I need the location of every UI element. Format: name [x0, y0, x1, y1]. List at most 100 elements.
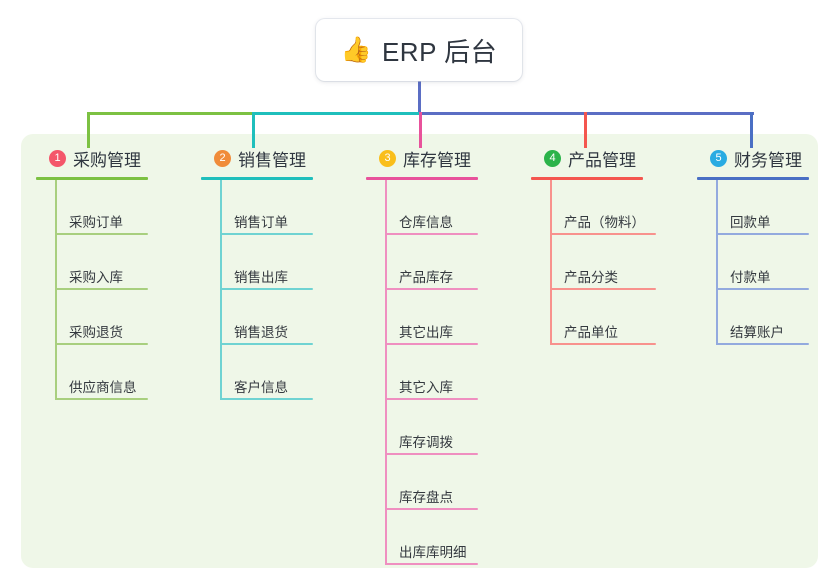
list-item[interactable]: 产品单位	[551, 290, 696, 345]
column-items-finance-management: 回款单付款单结算账户	[697, 180, 839, 345]
list-item[interactable]: 供应商信息	[56, 345, 201, 400]
list-item-rule	[386, 508, 478, 510]
list-item-label: 仓库信息	[399, 215, 453, 231]
list-item[interactable]: 付款单	[717, 235, 839, 290]
list-item-label: 销售订单	[234, 215, 288, 231]
column-title-sales-management: 销售管理	[238, 150, 306, 170]
list-item-rule	[386, 398, 478, 400]
connector-drop-3	[419, 112, 422, 148]
column-title-inventory-management: 库存管理	[403, 150, 471, 170]
list-item-rule	[551, 343, 656, 345]
column-sales-management: 2 销售管理销售订单销售出库销售退货客户信息	[201, 146, 366, 400]
column-header-sales-management[interactable]: 2 销售管理	[201, 146, 366, 170]
list-item-label: 库存盘点	[399, 490, 453, 506]
list-item-rule	[56, 343, 148, 345]
diagram-panel	[21, 134, 818, 568]
list-item-rule	[551, 288, 656, 290]
list-item-rule	[221, 288, 313, 290]
list-item-rule	[56, 288, 148, 290]
column-header-rule-finance-management	[697, 177, 809, 180]
list-item-label: 产品（物料）	[564, 215, 645, 231]
list-item-label: 回款单	[730, 215, 771, 231]
column-items-purchase-management: 采购订单采购入库采购退货供应商信息	[36, 180, 201, 400]
column-badge-2: 2	[214, 149, 231, 167]
column-finance-management: 5 财务管理回款单付款单结算账户	[697, 146, 839, 345]
column-header-purchase-management[interactable]: 1 采购管理	[36, 146, 201, 170]
thumbs-up-icon: 👍	[340, 35, 372, 64]
connector-bus-segment-2	[252, 112, 422, 115]
list-item-label: 付款单	[730, 270, 771, 286]
list-item-rule	[221, 233, 313, 235]
list-item[interactable]: 销售出库	[221, 235, 366, 290]
list-item-label: 采购入库	[69, 270, 123, 286]
list-item-rule	[386, 343, 478, 345]
list-item-rule	[386, 563, 478, 565]
list-item-label: 采购订单	[69, 215, 123, 231]
list-item[interactable]: 产品库存	[386, 235, 531, 290]
list-item-label: 产品分类	[564, 270, 618, 286]
column-header-rule-product-management	[531, 177, 643, 180]
connector-root-stem	[418, 81, 421, 115]
column-title-purchase-management: 采购管理	[73, 150, 141, 170]
root-node-title: ERP 后台	[381, 36, 498, 67]
list-item[interactable]: 其它入库	[386, 345, 531, 400]
connector-drop-1	[87, 112, 90, 148]
column-badge-5: 5	[710, 149, 727, 167]
column-badge-4: 4	[544, 149, 561, 167]
list-item-label: 销售出库	[234, 270, 288, 286]
connector-drop-4	[584, 112, 587, 148]
list-item-label: 客户信息	[234, 380, 288, 396]
list-item-rule	[221, 343, 313, 345]
column-spine-purchase-management	[55, 180, 57, 400]
column-badge-3: 3	[379, 149, 396, 167]
column-spine-sales-management	[220, 180, 222, 400]
connector-bus-segment-1	[87, 112, 255, 115]
list-item[interactable]: 出库库明细	[386, 510, 531, 565]
list-item[interactable]: 销售退货	[221, 290, 366, 345]
connector-drop-2	[252, 112, 255, 148]
list-item[interactable]: 产品分类	[551, 235, 696, 290]
list-item[interactable]: 采购入库	[56, 235, 201, 290]
list-item[interactable]: 客户信息	[221, 345, 366, 400]
list-item[interactable]: 其它出库	[386, 290, 531, 345]
list-item-rule	[386, 233, 478, 235]
list-item-label: 结算账户	[730, 325, 784, 341]
list-item-label: 其它入库	[399, 380, 453, 396]
list-item-rule	[386, 453, 478, 455]
list-item-label: 采购退货	[69, 325, 123, 341]
column-title-finance-management: 财务管理	[734, 150, 802, 170]
list-item[interactable]: 采购订单	[56, 180, 201, 235]
list-item-label: 产品单位	[564, 325, 618, 341]
column-items-sales-management: 销售订单销售出库销售退货客户信息	[201, 180, 366, 400]
column-spine-finance-management	[716, 180, 718, 345]
column-items-inventory-management: 仓库信息产品库存其它出库其它入库库存调拨库存盘点出库库明细	[366, 180, 531, 565]
list-item-rule	[551, 233, 656, 235]
column-badge-1: 1	[49, 149, 66, 167]
column-header-rule-inventory-management	[366, 177, 478, 180]
list-item-label: 库存调拨	[399, 435, 453, 451]
list-item[interactable]: 销售订单	[221, 180, 366, 235]
list-item[interactable]: 库存盘点	[386, 455, 531, 510]
list-item[interactable]: 产品（物料）	[551, 180, 696, 235]
list-item-rule	[56, 233, 148, 235]
list-item[interactable]: 采购退货	[56, 290, 201, 345]
column-header-inventory-management[interactable]: 3 库存管理	[366, 146, 531, 170]
list-item-rule	[717, 288, 809, 290]
list-item[interactable]: 仓库信息	[386, 180, 531, 235]
list-item-rule	[717, 233, 809, 235]
column-header-rule-purchase-management	[36, 177, 148, 180]
list-item[interactable]: 回款单	[717, 180, 839, 235]
root-node-card[interactable]: 👍 ERP 后台	[316, 19, 522, 81]
column-spine-inventory-management	[385, 180, 387, 565]
column-header-rule-sales-management	[201, 177, 313, 180]
list-item-label: 销售退货	[234, 325, 288, 341]
column-inventory-management: 3 库存管理仓库信息产品库存其它出库其它入库库存调拨库存盘点出库库明细	[366, 146, 531, 565]
column-header-finance-management[interactable]: 5 财务管理	[697, 146, 839, 170]
list-item-label: 出库库明细	[399, 545, 467, 561]
list-item[interactable]: 结算账户	[717, 290, 839, 345]
connector-drop-5	[750, 112, 753, 148]
list-item[interactable]: 库存调拨	[386, 400, 531, 455]
column-items-product-management: 产品（物料） 产品分类产品单位	[531, 180, 696, 345]
